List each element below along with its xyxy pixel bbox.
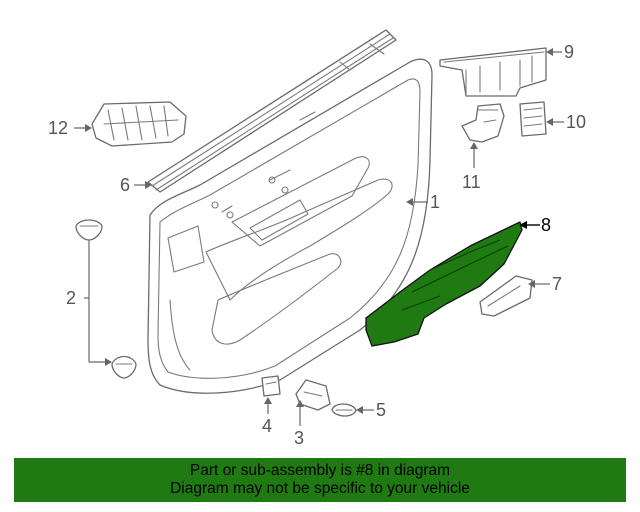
callout-2: 2 [66, 288, 76, 308]
part-9-switch-bezel [439, 47, 547, 97]
part-2-clip-top [75, 219, 103, 241]
callout-11: 11 [462, 172, 481, 192]
parts-diagram: 1 2 3 4 5 6 7 8 9 10 11 12 [48, 29, 586, 448]
callout-12: 12 [48, 118, 68, 138]
banner-line-1: Part or sub-assembly is #8 in diagram [189, 462, 451, 479]
part-2-clip-bottom [111, 355, 137, 379]
banner-line-2: Diagram may not be specific to your vehi… [170, 480, 470, 497]
leader-lines [74, 48, 564, 426]
callout-6: 6 [120, 175, 130, 195]
callout-10: 10 [566, 112, 586, 132]
part-10-switch [519, 101, 547, 137]
part-4-clip [261, 375, 281, 397]
part-6-weatherstrip [147, 29, 397, 193]
callout-7: 7 [552, 274, 562, 294]
part-1-door-trim-panel [147, 58, 433, 394]
part-7-handle-cover [479, 275, 533, 317]
callout-1: 1 [430, 192, 440, 212]
callout-8: 8 [541, 215, 551, 235]
part-5-screw [331, 403, 357, 417]
callout-labels: 1 2 3 4 5 6 7 8 9 10 11 12 [48, 42, 586, 448]
callout-9: 9 [564, 42, 574, 62]
part-8-armrest-panel [365, 221, 523, 347]
callout-4: 4 [262, 416, 272, 436]
info-banner: Part or sub-assembly is #8 in diagram Di… [14, 458, 626, 502]
part-12-handle [91, 101, 187, 147]
callout-3: 3 [294, 428, 304, 448]
callout-5: 5 [376, 400, 386, 420]
part-11-bracket [461, 103, 505, 143]
